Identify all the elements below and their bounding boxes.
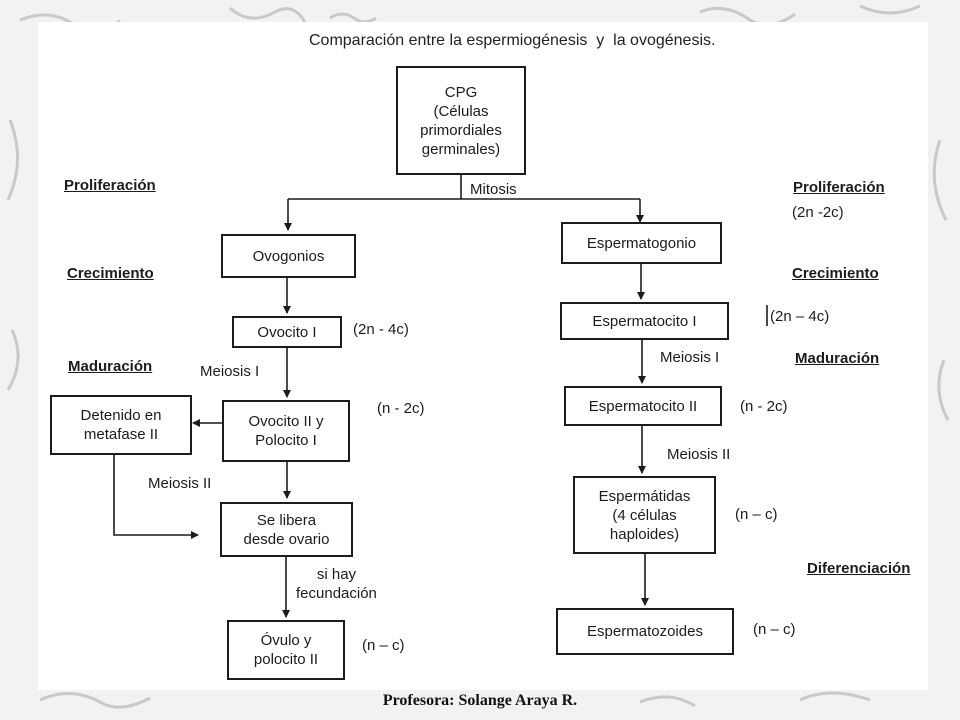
espermatozoides-ploidy: (n – c): [753, 621, 796, 638]
meiosis-ii-right: Meiosis II: [667, 446, 731, 463]
ovocito-ii-ploidy: (n - 2c): [377, 400, 425, 417]
stage-proliferacion-right: Proliferación: [793, 179, 885, 196]
meiosis-i-right: Meiosis I: [660, 349, 720, 366]
detenido-box: Detenido en metafase II: [50, 395, 192, 455]
espermatocito-ii-ploidy: (n - 2c): [740, 398, 788, 415]
arrow: [113, 455, 199, 539]
se-libera-box: Se libera desde ovario: [220, 502, 353, 557]
ovocito-i-ploidy: (2n - 4c): [353, 321, 409, 338]
ovulo-ploidy: (n – c): [362, 637, 405, 654]
stage-diferenciacion: Diferenciación: [807, 560, 911, 577]
espermatozoides-box: Espermatozoides: [556, 608, 734, 655]
stage-crecimiento-left: Crecimiento: [67, 265, 154, 282]
ovocito-i-box: Ovocito I: [232, 316, 342, 348]
espermatocito-i-ploidy: (2n – 4c): [770, 308, 830, 325]
meiosis-ii-left: Meiosis II: [148, 475, 212, 492]
fecundacion-label: si hay fecundación: [296, 566, 377, 602]
proliferacion-ploidy: (2n -2c): [792, 204, 844, 221]
cpg-box: CPG (Células primordiales germinales): [396, 66, 526, 175]
ovocito-ii-box: Ovocito II y Polocito I: [222, 400, 350, 462]
ovulo-box: Óvulo y polocito II: [227, 620, 345, 680]
mitosis-label: Mitosis: [470, 181, 517, 198]
stage-maduracion-right: Maduración: [795, 350, 880, 367]
espermatogonio-box: Espermatogonio: [561, 222, 722, 264]
espermatocito-ii-box: Espermatocito II: [564, 386, 722, 426]
meiosis-i-left: Meiosis I: [200, 363, 260, 380]
footer-teacher: Profesora: Solange Araya R.: [382, 692, 578, 709]
ovogonios-box: Ovogonios: [221, 234, 356, 278]
stage-crecimiento-right: Crecimiento: [792, 265, 879, 282]
stage-maduracion-left: Maduración: [68, 358, 153, 375]
stage-proliferacion-left: Proliferación: [64, 177, 156, 194]
espermatidas-box: Espermátidas (4 células haploides): [573, 476, 716, 554]
diagram-title: Comparación entre la espermiogénesis y l…: [309, 32, 716, 49]
espermatidas-ploidy: (n – c): [735, 506, 778, 523]
espermatocito-i-box: Espermatocito I: [560, 302, 729, 340]
